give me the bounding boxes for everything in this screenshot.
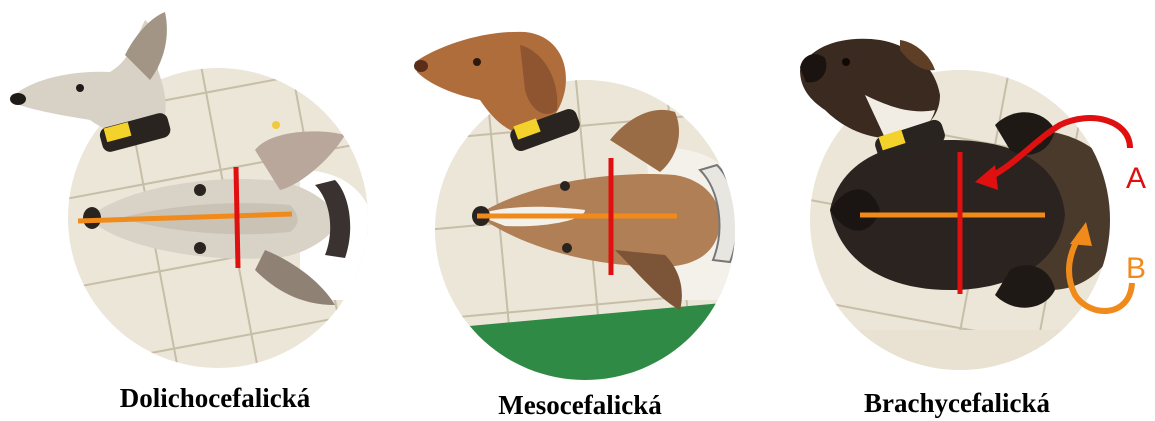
arrow-label-a: A	[1126, 162, 1146, 195]
caption-brachycephalic: Brachycefalická	[864, 388, 1050, 419]
dolichocephalic-profile-dog	[10, 12, 172, 154]
arrow-label-b: B	[1126, 252, 1146, 285]
panel-dolichocephalic: Dolichocefalická	[0, 0, 385, 421]
caption-mesocephalic: Mesocefalická	[498, 390, 661, 421]
caption-dolichocephalic: Dolichocefalická	[120, 383, 310, 414]
dolichocephalic-photo	[0, 0, 385, 421]
mesocephalic-photo	[385, 0, 770, 421]
panel-brachycephalic: A B Brachycefalická	[770, 0, 1155, 421]
dolichocephalic-width-line	[236, 167, 238, 268]
panel-mesocephalic: Mesocefalická	[385, 0, 770, 421]
brachycephalic-photo: A B	[770, 0, 1155, 421]
